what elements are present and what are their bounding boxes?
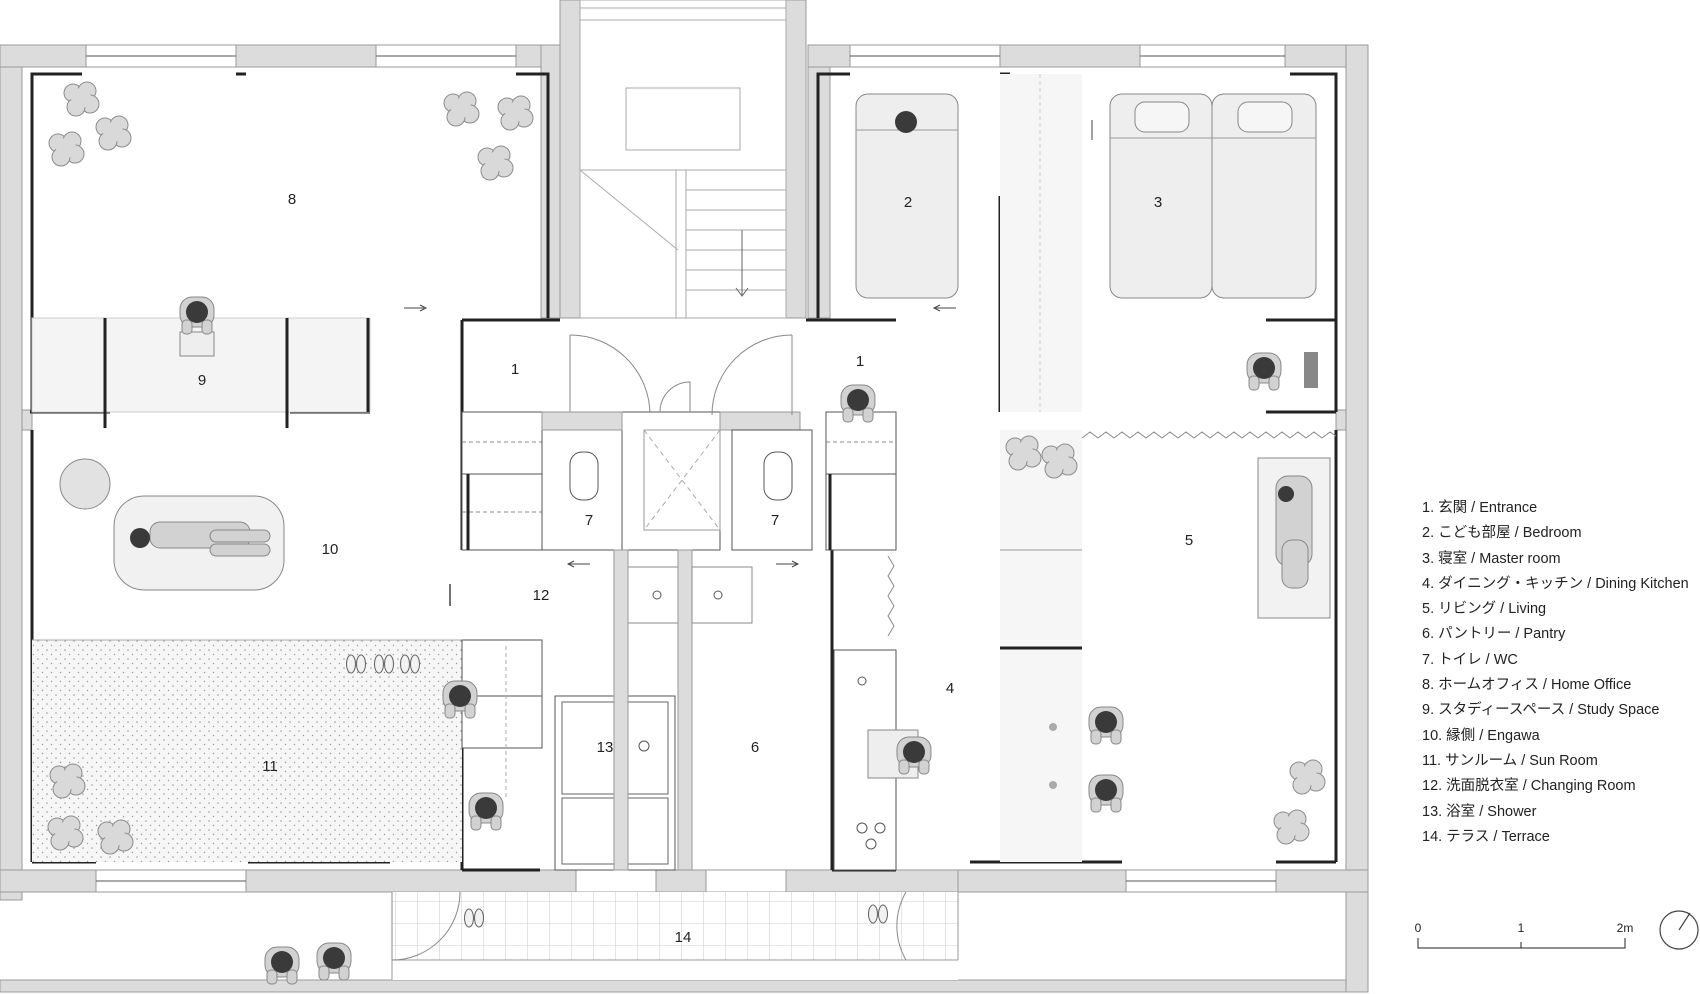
scale-label: 0 <box>1415 921 1422 935</box>
person-icon <box>264 946 300 985</box>
legend-item: 4. ダイニング・キッチン / Dining Kitchen <box>1422 575 1689 592</box>
legend-item: 14. テラス / Terrace <box>1422 828 1550 845</box>
plant-icon <box>1005 435 1042 471</box>
legend-item: 11. サンルーム / Sun Room <box>1422 752 1598 769</box>
shaft <box>541 381 801 871</box>
room-number: 5 <box>1185 532 1193 549</box>
legend-item: 12. 洗面脱衣室 / Changing Room <box>1422 778 1636 795</box>
legend-item: 3. 寝室 / Master room <box>1422 550 1561 567</box>
sink-icon <box>713 590 723 600</box>
room-11-sun-room: 11 <box>32 639 462 862</box>
plant-icon <box>1289 759 1326 795</box>
plant-icon <box>48 131 85 167</box>
person-icon <box>1246 352 1282 391</box>
room-number: 14 <box>675 929 692 946</box>
legend-item: 9. スタディースペース / Study Space <box>1422 702 1660 719</box>
scale-bar: 0 1 2m <box>1415 921 1634 949</box>
room-4-dining-kitchen: 4 <box>833 430 1124 871</box>
plant-icon <box>1273 809 1310 845</box>
room-9-study-space: 9 <box>31 296 371 428</box>
room-number: 11 <box>262 758 278 775</box>
scale-label: 2m <box>1617 921 1634 935</box>
room-2-bedroom: 2 <box>855 74 1093 412</box>
north-arrow-icon <box>1659 910 1699 950</box>
room-1-entrance-right: 1 <box>711 334 897 551</box>
plant-icon <box>443 91 480 127</box>
scale-label: 1 <box>1518 921 1525 935</box>
room-number: 7 <box>771 512 779 529</box>
sink-icon <box>857 676 867 686</box>
person-icon <box>1088 774 1124 813</box>
plant-icon <box>1041 443 1078 479</box>
room-14-terrace: 14 <box>264 891 959 985</box>
room-6-pantry: 6 <box>691 566 759 756</box>
room-number: 1 <box>511 361 519 378</box>
toilet-icon <box>763 451 793 501</box>
stairs <box>579 0 787 319</box>
bed-icon <box>855 93 959 299</box>
legend-item: 5. リビング / Living <box>1422 601 1547 618</box>
plant-icon <box>47 815 84 851</box>
legend: 1. 玄関 / Entrance 2. こども部屋 / Bedroom 3. 寝… <box>1422 496 1689 850</box>
room-number: 3 <box>1154 194 1162 211</box>
room-number: 1 <box>856 353 864 370</box>
room-10-engawa: 10 <box>59 458 451 606</box>
legend-item: 6. パントリー / Pantry <box>1422 626 1566 643</box>
plant-icon <box>63 81 100 117</box>
bed-icon <box>1211 93 1317 299</box>
legend-item: 8. ホームオフィス / Home Office <box>1422 677 1632 694</box>
legend-item: 10. 縁側 / Engawa <box>1422 727 1540 744</box>
room-number: 7 <box>585 512 593 529</box>
legend-item: 13. 浴室 / Shower <box>1422 803 1537 820</box>
legend-item: 1. 玄関 / Entrance <box>1422 500 1538 516</box>
legend-item: 2. こども部屋 / Bedroom <box>1422 525 1582 542</box>
plant-icon <box>497 95 534 131</box>
person-icon <box>468 792 504 831</box>
plant-icon <box>49 763 86 799</box>
room-number: 2 <box>904 194 912 211</box>
room-7-wc-right: 7 <box>731 429 813 568</box>
stove-icon <box>856 822 868 834</box>
legend-item: 7. トイレ / WC <box>1422 651 1518 668</box>
room-number: 9 <box>198 372 206 389</box>
plant-icon <box>477 145 514 181</box>
plant-icon <box>97 819 134 855</box>
room-number: 13 <box>597 739 614 756</box>
plant-icon <box>95 115 132 151</box>
room-number: 8 <box>288 191 296 208</box>
room-5-living: 5 <box>1081 431 1337 845</box>
person-icon <box>1088 706 1124 745</box>
person-icon <box>316 942 352 981</box>
room-8-home-office: 8 <box>48 81 534 312</box>
room-1-entrance-left: 1 <box>461 334 651 551</box>
room-3-master-room: 3 <box>1109 93 1318 391</box>
room-number: 4 <box>946 680 954 697</box>
sink-icon <box>652 590 662 600</box>
room-number: 6 <box>751 739 759 756</box>
room-number: 12 <box>533 587 550 604</box>
room-7-wc-left: 7 <box>541 429 623 551</box>
toilet-icon <box>569 451 599 501</box>
room-number: 10 <box>322 541 339 558</box>
